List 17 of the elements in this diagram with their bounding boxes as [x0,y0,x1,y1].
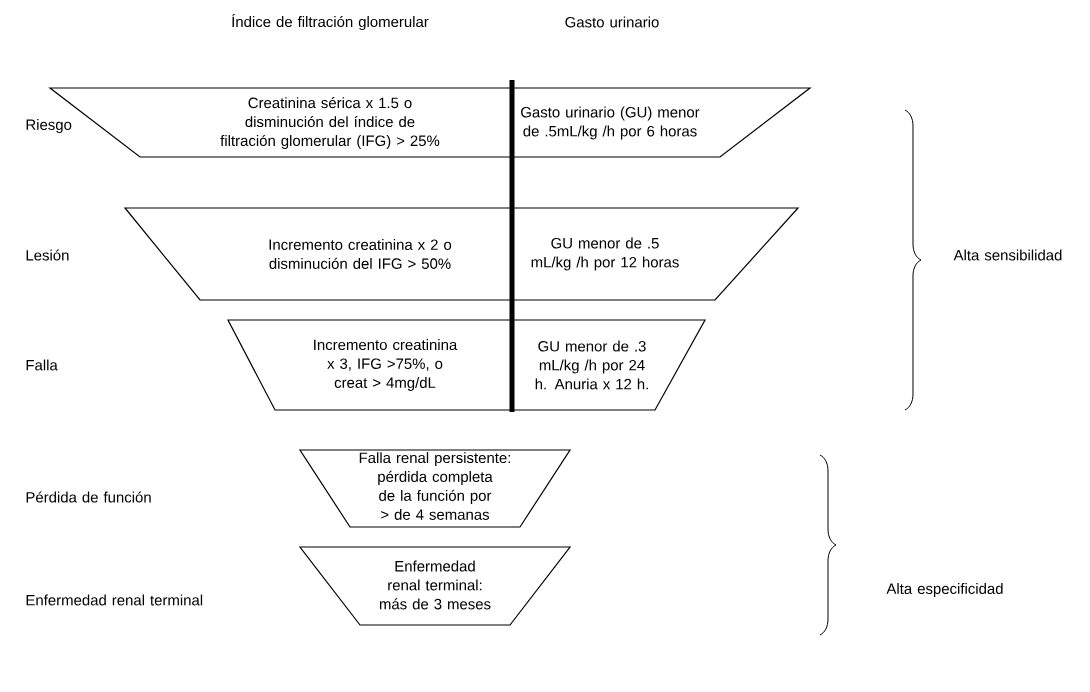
row-label: Pérdida de función [26,491,151,503]
criteria-text: Falla renal persistente: pérdida completa de la función por > de 4 semanas [359,452,510,520]
criteria-text: Incremento creatinina x 2 o disminución del IFG > 50% [269,239,452,269]
row-label: Lesión [26,249,69,261]
group-label: Alta especificidad [886,583,1003,597]
criteria-text: Enfermedad renal terminal: más de 3 meses [379,560,491,610]
column-heading: Gasto urinario [565,16,659,28]
criteria-text: GU menor de .3 mL/kg /h por 24 h. Anuria x 12 h. [535,340,648,390]
row-label: Enfermedad renal terminal [26,594,203,606]
column-heading: Índice de filtración glomerular [232,13,429,30]
criteria-text: Incremento creatinina x 3, IFG >75%, o creat > 4mg/dL [314,339,458,391]
criteria-text: Gasto urinario (GU) menor de .5mL/kg /h por 6 horas [521,106,700,140]
row-label: Riesgo [26,119,72,133]
row-label: Falla [26,359,58,371]
group-label: Alta sensibilidad [953,249,1062,261]
criteria-text: GU menor de .5 mL/kg /h por 12 horas [531,237,679,271]
criteria-text: Creatinina sérica x 1.5 o disminución del índice de filtración glomerular (IFG) > 25% [220,97,440,149]
